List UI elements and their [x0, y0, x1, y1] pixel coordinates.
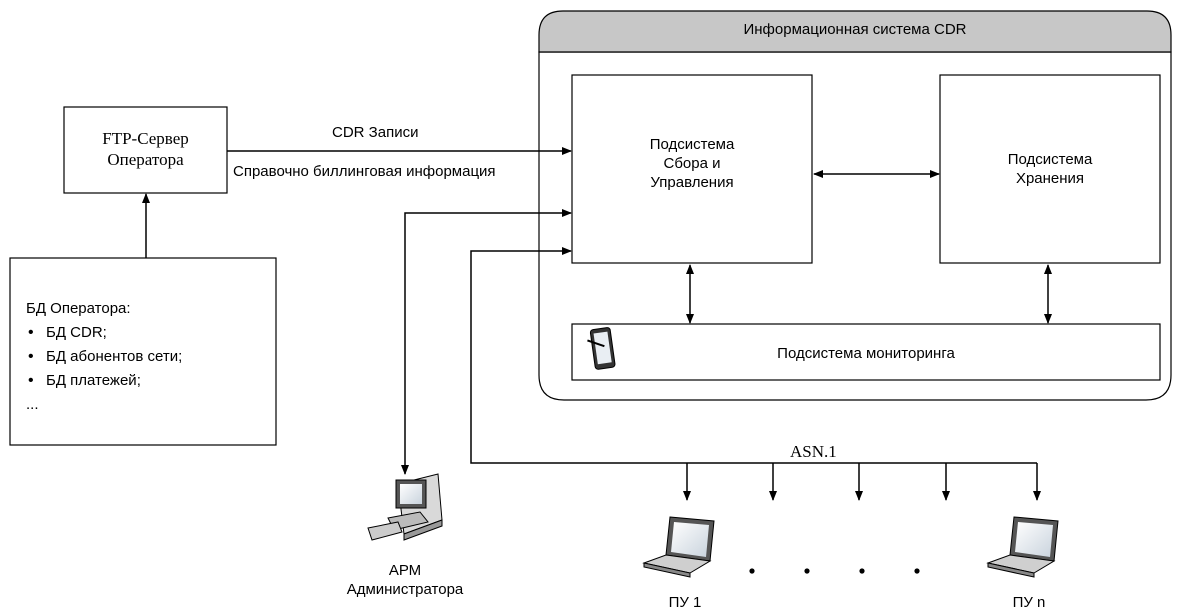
operator-db-list: БД CDR; БД абонентов сети; БД платежей; [26, 321, 182, 393]
laptop-icon [986, 516, 1059, 578]
desktop-computer-icon [367, 473, 443, 541]
monitoring-subsystem-box [571, 323, 1161, 381]
operator-db-item: БД платежей; [26, 369, 182, 393]
operator-db-more: ... [26, 396, 39, 413]
operator-db-item: БД CDR; [26, 321, 182, 345]
ellipsis-dot [859, 568, 865, 574]
control-points-ellipsis [749, 568, 920, 574]
asn-label: ASN.1 [790, 442, 837, 461]
billing-info-label: Справочно биллинговая информация [233, 163, 496, 180]
operator-db-title: БД Оператора: [26, 300, 131, 317]
admin-link [401, 209, 572, 475]
storage-subsystem-line-1: Подсистема [1007, 151, 1093, 168]
control-point-first-label: ПУ 1 [668, 594, 702, 611]
collection-subsystem-label: Подсистема Сбора и Управления [572, 135, 812, 192]
storage-subsystem-label: Подсистема Хранения [940, 150, 1160, 188]
tablet-icon [587, 327, 616, 370]
ftp-server-line-2: Оператора [107, 150, 184, 169]
storage-subsystem-line-2: Хранения [1015, 170, 1085, 187]
admin-workstation-line-2: Администратора [346, 581, 464, 598]
operator-db-content: БД Оператора: БД CDR; БД абонентов сети;… [26, 297, 182, 417]
cdr-records-label: CDR Записи [332, 124, 419, 141]
collection-subsystem-line-3: Управления [650, 174, 734, 191]
ellipsis-dot [749, 568, 755, 574]
laptop-icon [642, 516, 715, 578]
asn-bus-link [470, 247, 1037, 464]
monitoring-subsystem-label: Подсистема мониторинга [777, 345, 955, 362]
collection-subsystem-line-2: Сбора и [663, 155, 721, 172]
admin-workstation-line-1: АРМ [388, 562, 422, 579]
ellipsis-dot [804, 568, 810, 574]
ftp-server-box [63, 106, 228, 194]
cdr-system-title: Информационная система CDR [743, 21, 967, 38]
ftp-server-line-1: FTP-Сервер [102, 129, 189, 148]
storage-subsystem-box [939, 74, 1161, 264]
collection-subsystem-line-1: Подсистема [649, 136, 735, 153]
collection-subsystem-box [571, 74, 813, 264]
ellipsis-dot [914, 568, 920, 574]
operator-db-item: БД абонентов сети; [26, 345, 182, 369]
admin-workstation-label: АРМ Администратора [325, 561, 485, 599]
ftp-server-label: FTP-Сервер Оператора [64, 128, 227, 170]
bus-drops [683, 463, 1041, 501]
control-point-last-label: ПУ n [1012, 594, 1046, 611]
